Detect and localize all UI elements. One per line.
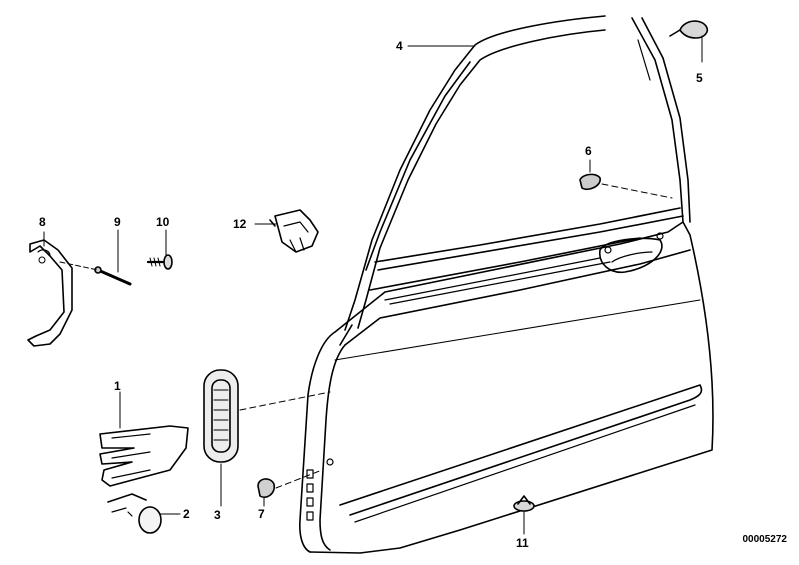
top-clip-part-5 (669, 20, 709, 63)
plate-part-1 (99, 391, 189, 487)
bracket-part-12 (254, 209, 319, 253)
screw-part-10 (146, 229, 173, 270)
callout-3: 3 (214, 508, 221, 522)
callout-7: 7 (258, 507, 265, 521)
check-strap-part-8 (27, 231, 73, 347)
clip-part-11 (513, 495, 535, 535)
callout-2: 2 (183, 507, 190, 521)
callout-8: 8 (39, 215, 46, 229)
callout-12: 12 (233, 217, 247, 231)
window-frame-seal (339, 15, 691, 346)
clip-part-6 (579, 159, 673, 199)
callout-4: 4 (396, 39, 403, 53)
plug-part-7 (257, 469, 323, 507)
callout-11: 11 (516, 536, 529, 550)
callout-6: 6 (585, 144, 592, 158)
pocket-part-3 (203, 369, 331, 507)
callout-5: 5 (696, 71, 703, 85)
grommet-part-2 (107, 493, 181, 534)
door-shell (299, 221, 714, 554)
callout-1: 1 (114, 379, 121, 393)
reference-number: 00005272 (742, 534, 788, 545)
callout-10: 10 (156, 215, 170, 229)
callout-9: 9 (114, 215, 121, 229)
pin-part-9 (59, 229, 132, 286)
